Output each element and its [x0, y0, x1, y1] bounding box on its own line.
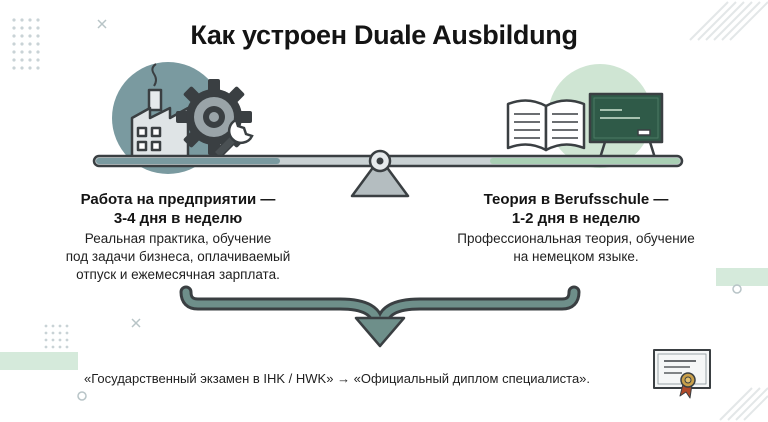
result-text: «Государственный экзамен в IHK / HWK» → … — [84, 371, 591, 386]
right-heading: Теория в Berufsschule — 1-2 дня в неделю — [456, 190, 696, 228]
cross-mark-top — [97, 19, 107, 29]
cross-mark-bottom — [131, 318, 141, 328]
left-desc-line2: под задачи бизнеса, оплачиваемый — [65, 249, 291, 264]
right-desc-line2: на немецком языке. — [513, 249, 639, 264]
right-heading-line2: 1-2 дня в неделю — [511, 210, 641, 227]
page-title: Как устроен Duale Ausbildung — [190, 20, 578, 50]
seesaw — [92, 149, 684, 198]
left-desc-line1: Реальная практика, обучение — [84, 231, 272, 246]
wrench-icon — [212, 118, 254, 160]
left-heading-line1: Работа на предприятии — — [80, 191, 276, 208]
right-heading-line1: Теория в Berufsschule — — [483, 191, 669, 208]
certificate-icon — [653, 349, 711, 399]
open-book-icon — [506, 99, 586, 152]
decor-strip-right — [716, 268, 768, 286]
ring-mark-right — [732, 284, 742, 294]
left-heading-line2: 3-4 дня в неделю — [113, 210, 243, 227]
merge-arrow — [179, 285, 581, 348]
hatch-top-right — [689, 1, 768, 41]
right-description: Профессиональная теория, обучение на нем… — [446, 230, 706, 266]
left-heading: Работа на предприятии — 3-4 дня в неделю — [60, 190, 296, 228]
ring-mark-bottom — [77, 391, 87, 401]
hatch-bottom-right — [719, 387, 768, 421]
left-description: Реальная практика, обучение под задачи б… — [50, 230, 306, 284]
dot-pattern-bottom-left — [44, 324, 69, 349]
right-desc-line1: Профессиональная теория, обучение — [457, 231, 695, 246]
decor-strip-left — [0, 352, 78, 370]
dot-pattern-top-left — [12, 18, 40, 70]
left-desc-line3: отпуск и ежемесячная зарплата. — [76, 267, 280, 282]
